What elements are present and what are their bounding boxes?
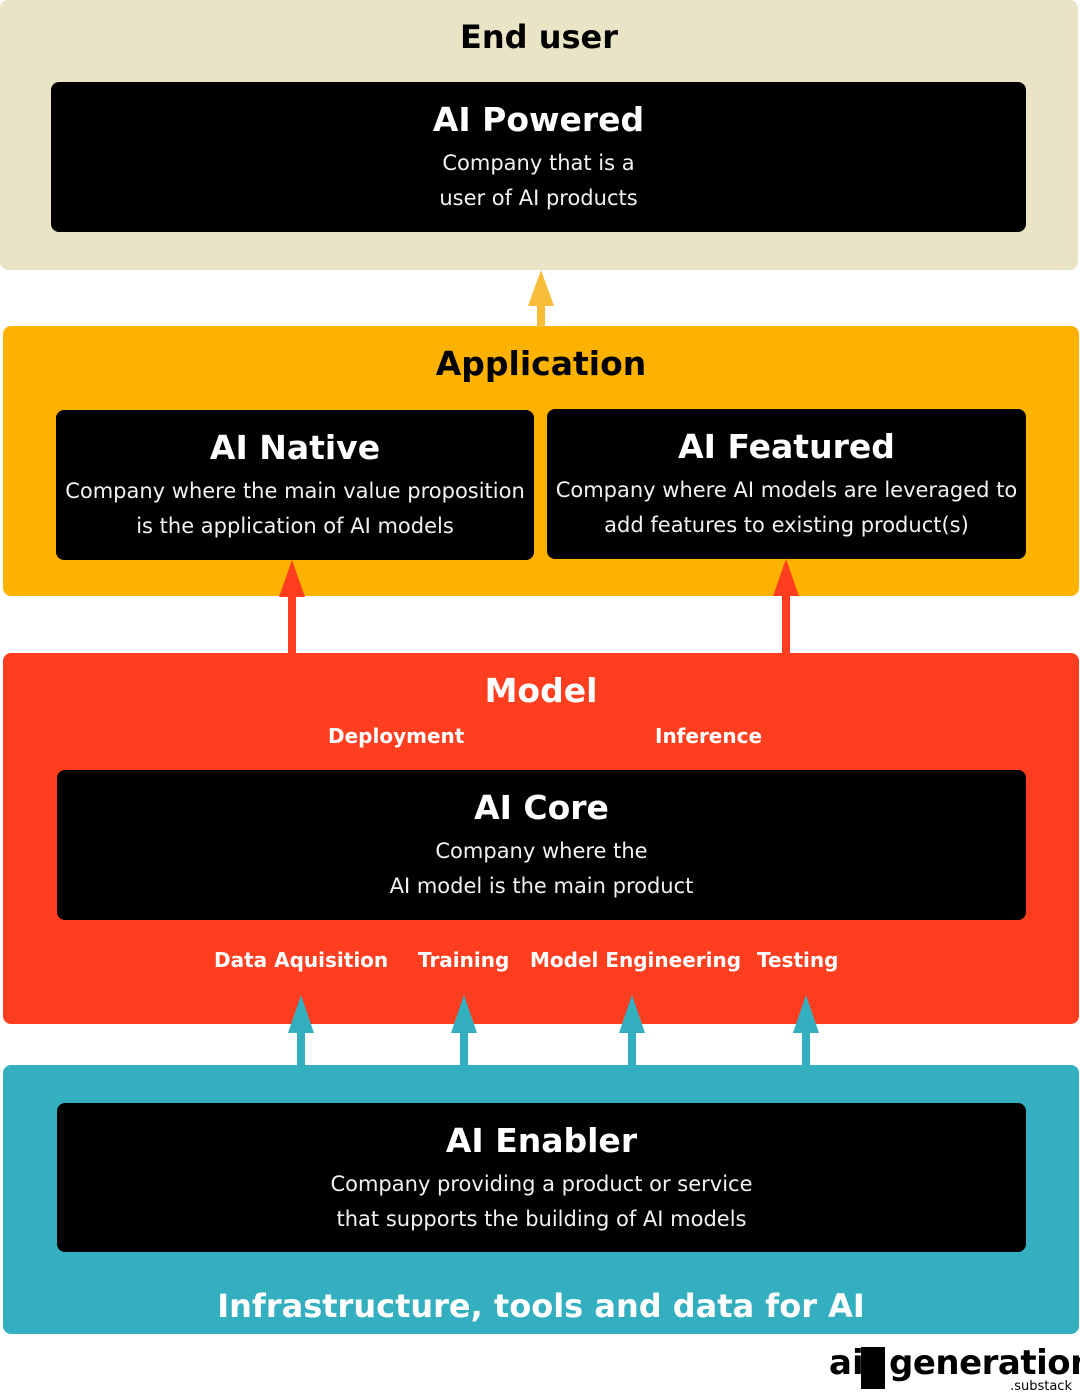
ai-core-desc-line2: AI model is the main product	[389, 874, 694, 898]
stage-data-aquisition: Data Aquisition	[214, 948, 389, 972]
ai-powered-card: AI Powered Company that is a user of AI …	[51, 82, 1026, 232]
logo-cursor-bar	[861, 1347, 885, 1389]
ai-native-description: Company where the main value proposition…	[56, 474, 534, 544]
ai-enabler-description: Company providing a product or service t…	[57, 1167, 1026, 1237]
stage-model-engineering: Model Engineering	[530, 948, 742, 972]
ai-featured-card: AI Featured Company where AI models are …	[547, 409, 1026, 559]
ai-generation-logo: ai generation .substack	[829, 1343, 1080, 1395]
arrow-application-to-end-user	[528, 270, 554, 327]
logo-generation-text: generation	[889, 1343, 1080, 1383]
ai-native-desc-line2: is the application of AI models	[136, 514, 454, 538]
ai-enabler-desc-line2: that supports the building of AI models	[336, 1207, 747, 1231]
ai-native-card: AI Native Company where the main value p…	[56, 410, 534, 560]
ai-native-desc-line1: Company where the main value proposition	[65, 479, 525, 503]
application-title: Application	[435, 344, 647, 383]
ai-enabler-card: AI Enabler Company providing a product o…	[57, 1103, 1026, 1252]
logo-ai-text: ai	[829, 1343, 864, 1383]
ai-enabler-desc-line1: Company providing a product or service	[330, 1172, 753, 1196]
ai-powered-desc-line1: Company that is a	[442, 151, 635, 175]
ai-enabler-title: AI Enabler	[445, 1121, 638, 1160]
model-layer: Model Deployment Inference AI Core Compa…	[3, 653, 1079, 1024]
ai-powered-desc-line2: user of AI products	[439, 186, 638, 210]
stage-training: Training	[418, 948, 510, 972]
infrastructure-layer: AI Enabler Company providing a product o…	[3, 1065, 1079, 1334]
stage-testing: Testing	[757, 948, 839, 972]
ai-core-title: AI Core	[474, 788, 609, 827]
stage-inference: Inference	[655, 724, 763, 748]
ai-featured-description: Company where AI models are leveraged to…	[547, 473, 1026, 543]
ai-featured-title: AI Featured	[678, 427, 895, 466]
ai-powered-description: Company that is a user of AI products	[51, 146, 1026, 216]
end-user-layer: End user AI Powered Company that is a us…	[0, 0, 1078, 270]
ai-native-title: AI Native	[209, 428, 381, 467]
ai-featured-desc-line1: Company where AI models are leveraged to	[555, 478, 1018, 502]
ai-core-card: AI Core Company where the AI model is th…	[57, 770, 1026, 920]
ai-core-desc-line1: Company where the	[435, 839, 648, 863]
ai-powered-title: AI Powered	[432, 100, 645, 139]
ai-featured-desc-line2: add features to existing product(s)	[604, 513, 969, 537]
end-user-title: End user	[460, 18, 618, 56]
logo-substack-text: .substack	[1010, 1379, 1072, 1394]
stage-deployment: Deployment	[328, 724, 465, 748]
application-layer: Application AI Native Company where the …	[3, 326, 1079, 596]
infrastructure-title: Infrastructure, tools and data for AI	[217, 1287, 865, 1325]
model-title: Model	[484, 671, 598, 710]
ai-core-description: Company where the AI model is the main p…	[57, 834, 1026, 904]
